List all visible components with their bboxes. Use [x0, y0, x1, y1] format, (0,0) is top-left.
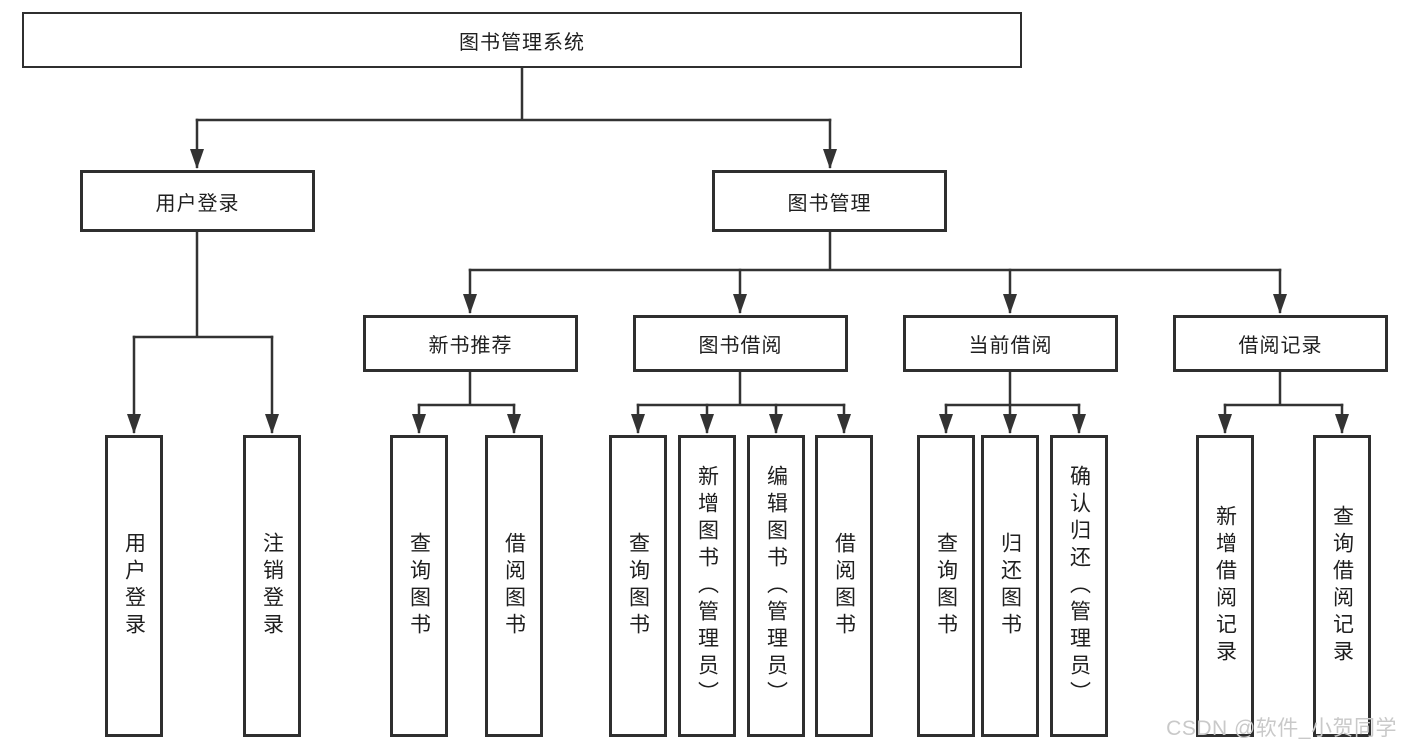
leaf-borrowing-query-books: 查询图书 [609, 435, 667, 737]
leaf-return-book: 归还图书 [981, 435, 1039, 737]
node-borrowing-records: 借阅记录 [1173, 315, 1388, 372]
leaf-logout: 注销登录 [243, 435, 301, 737]
csdn-watermark: CSDN @软件_小贺同学 [1166, 717, 1397, 740]
node-current-borrowing: 当前借阅 [903, 315, 1118, 372]
leaf-borrowing-borrow-books: 借阅图书 [815, 435, 873, 737]
leaf-query-borrow-record: 查询借阅记录 [1313, 435, 1371, 737]
leaf-current-query-books: 查询图书 [917, 435, 975, 737]
leaf-add-book-admin: 新增图书（管理员） [678, 435, 736, 737]
leaf-recommend-query-books: 查询图书 [390, 435, 448, 737]
node-book-management: 图书管理 [712, 170, 947, 232]
leaf-add-borrow-record: 新增借阅记录 [1196, 435, 1254, 737]
leaf-confirm-return-admin: 确认归还（管理员） [1050, 435, 1108, 737]
node-book-borrowing: 图书借阅 [633, 315, 848, 372]
node-new-book-recommendation: 新书推荐 [363, 315, 578, 372]
node-root-system: 图书管理系统 [22, 12, 1022, 68]
leaf-recommend-borrow-books: 借阅图书 [485, 435, 543, 737]
node-user-login: 用户登录 [80, 170, 315, 232]
leaf-edit-book-admin: 编辑图书（管理员） [747, 435, 805, 737]
leaf-user-login: 用户登录 [105, 435, 163, 737]
